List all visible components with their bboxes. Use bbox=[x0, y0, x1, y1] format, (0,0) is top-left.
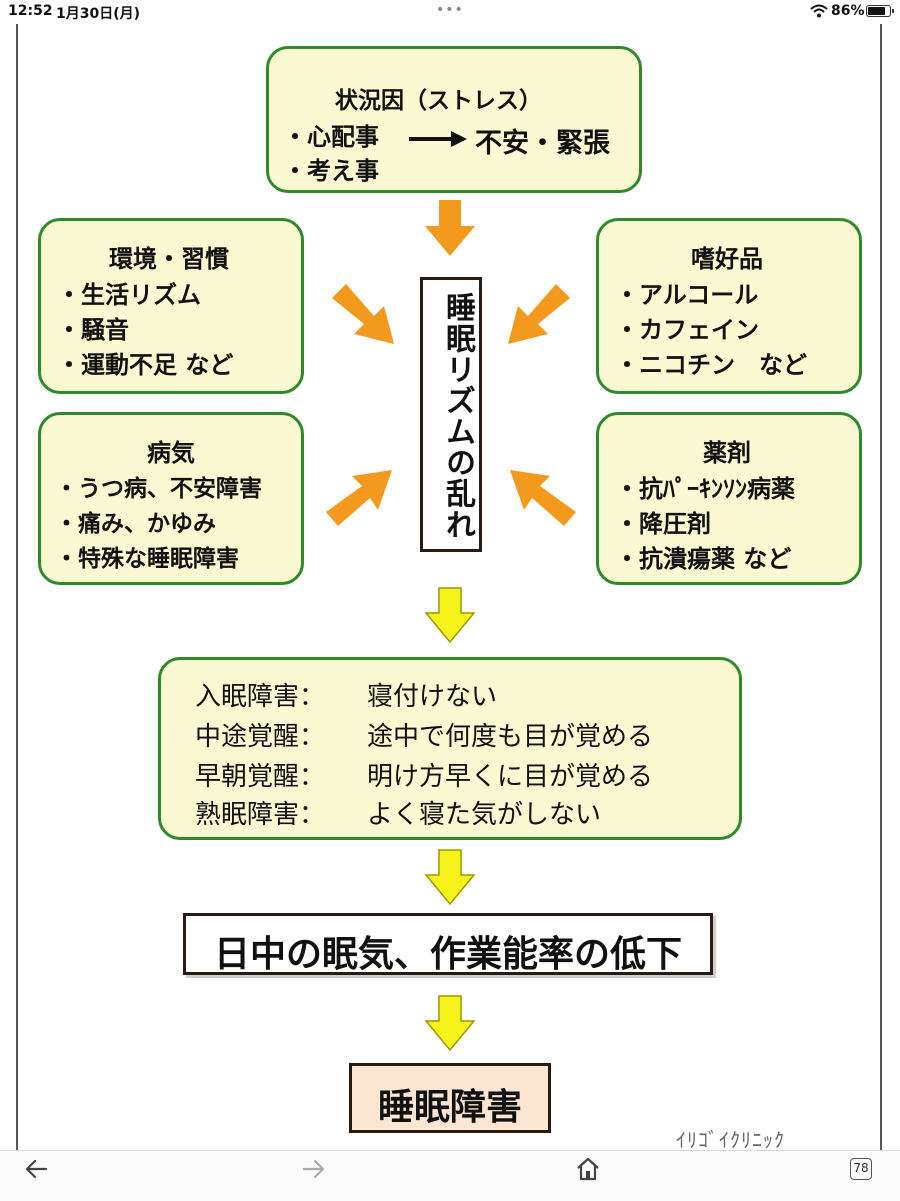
symptom-desc: 寝付けない bbox=[367, 682, 498, 712]
symptom-desc: よく寝た気がしない bbox=[367, 800, 602, 830]
illness-title: 病気 bbox=[147, 439, 195, 467]
symptom-label: 中途覚醒： bbox=[195, 722, 326, 752]
stress-result: 不安・緊張 bbox=[475, 128, 610, 159]
battery-percent: 86% bbox=[831, 3, 865, 19]
symptom-label: 熟眠障害： bbox=[195, 800, 326, 830]
right-arrow-icon bbox=[409, 131, 467, 147]
symptom-label: 入眠障害： bbox=[195, 682, 326, 712]
preference-item: ・アルコール bbox=[615, 281, 759, 309]
medication-box: 薬剤 ・抗ﾊﾟｰｷﾝｿﾝ病薬 ・降圧剤 ・抗潰瘍薬 など bbox=[596, 412, 862, 585]
multitasking-dots-icon[interactable]: ••• bbox=[436, 2, 464, 18]
daytime-drowsiness-label: 日中の眠気、作業能率の低下 bbox=[213, 934, 682, 975]
home-icon bbox=[577, 1157, 599, 1181]
forward-arrow-icon bbox=[302, 1159, 325, 1179]
environment-item: ・運動不足 など bbox=[57, 351, 234, 379]
arrow-from-environment-icon bbox=[332, 284, 394, 344]
arrow-from-medication-icon bbox=[510, 470, 576, 526]
down-arrow-icon bbox=[424, 587, 476, 644]
sleep-rhythm-disruption-box: 睡眠リズムの乱れ bbox=[420, 277, 482, 552]
status-bar: 12:52 1月30日(月) ••• 86% bbox=[0, 0, 900, 24]
forward-button[interactable] bbox=[296, 1156, 336, 1192]
battery-icon bbox=[866, 5, 894, 17]
symptom-label: 早朝覚醒： bbox=[195, 762, 326, 792]
arrow-from-illness-icon bbox=[326, 470, 392, 526]
tabs-button[interactable]: 78 bbox=[850, 1158, 872, 1180]
stress-factor-box: 状況因（ストレス） ・心配事 ・考え事 不安・緊張 bbox=[266, 46, 642, 193]
illness-item: ・特殊な睡眠障害 bbox=[55, 546, 239, 572]
sleep-disorder-box: 睡眠障害 bbox=[349, 1063, 551, 1133]
status-time: 12:52 bbox=[8, 3, 53, 19]
home-button[interactable] bbox=[570, 1154, 610, 1190]
source-credit: ｲﾘｺﾞｲｸﾘﾆｯｸ bbox=[676, 1128, 785, 1152]
medication-item: ・抗ﾊﾟｰｷﾝｿﾝ病薬 bbox=[615, 475, 795, 503]
down-arrow-icon bbox=[424, 995, 476, 1052]
daytime-drowsiness-box: 日中の眠気、作業能率の低下 bbox=[183, 913, 713, 975]
preference-title: 嗜好品 bbox=[691, 245, 763, 273]
down-arrow-icon bbox=[424, 849, 476, 906]
stress-item-thought: ・考え事 bbox=[283, 157, 379, 185]
insomnia-symptoms-box: 入眠障害： 寝付けない 中途覚醒： 途中で何度も目が覚める 早朝覚醒： 明け方早… bbox=[158, 657, 742, 840]
illness-box: 病気 ・うつ病、不安障害 ・痛み、かゆみ ・特殊な睡眠障害 bbox=[38, 412, 304, 585]
page-frame-left bbox=[16, 24, 18, 1150]
back-arrow-icon bbox=[25, 1159, 48, 1179]
preference-item: ・ニコチン など bbox=[615, 351, 807, 379]
medication-title: 薬剤 bbox=[703, 439, 751, 467]
sleep-rhythm-disruption-label: 睡眠リズムの乱れ bbox=[440, 292, 475, 540]
environment-item: ・生活リズム bbox=[57, 281, 201, 309]
arrow-from-preference-icon bbox=[508, 284, 570, 344]
preference-item: ・カフェイン bbox=[615, 316, 759, 344]
page-frame-right bbox=[880, 24, 882, 1150]
status-date: 1月30日(月) bbox=[56, 6, 141, 22]
environment-item: ・騒音 bbox=[57, 316, 129, 344]
preference-items-box: 嗜好品 ・アルコール ・カフェイン ・ニコチン など bbox=[596, 218, 862, 394]
sleep-disorder-label: 睡眠障害 bbox=[377, 1087, 522, 1128]
stress-factor-title: 状況因（ストレス） bbox=[335, 88, 542, 114]
symptom-desc: 途中で何度も目が覚める bbox=[367, 722, 654, 752]
environment-habits-box: 環境・習慣 ・生活リズム ・騒音 ・運動不足 など bbox=[38, 218, 304, 394]
wifi-icon bbox=[810, 3, 828, 22]
medication-item: ・抗潰瘍薬 など bbox=[615, 545, 792, 573]
stress-item-worry: ・心配事 bbox=[283, 123, 379, 151]
browser-toolbar bbox=[0, 1150, 900, 1201]
illness-item: ・うつ病、不安障害 bbox=[55, 476, 262, 502]
down-arrow-icon bbox=[425, 200, 475, 256]
illness-item: ・痛み、かゆみ bbox=[55, 511, 216, 537]
environment-title: 環境・習慣 bbox=[109, 245, 229, 273]
symptom-desc: 明け方早くに目が覚める bbox=[367, 762, 654, 792]
back-button[interactable] bbox=[18, 1156, 58, 1192]
medication-item: ・降圧剤 bbox=[615, 510, 711, 538]
